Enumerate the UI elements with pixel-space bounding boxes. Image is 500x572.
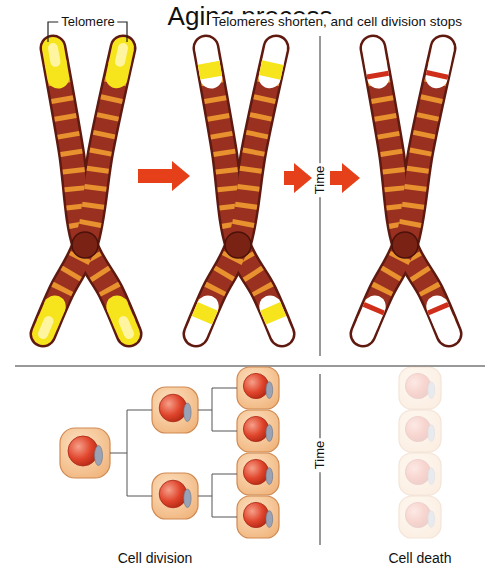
annotation: Cell death xyxy=(385,550,454,566)
progress-arrow xyxy=(284,163,312,193)
telomere xyxy=(53,48,55,62)
chromatid xyxy=(196,48,276,334)
telomere xyxy=(43,321,49,334)
chromosome xyxy=(196,48,282,334)
cell xyxy=(237,453,279,495)
chromosome-band xyxy=(196,48,276,334)
telomere xyxy=(120,48,123,62)
progress-arrow xyxy=(138,161,190,191)
telomere xyxy=(206,48,211,78)
annotation: Cell division xyxy=(115,550,196,566)
centromere xyxy=(72,232,98,258)
telomere xyxy=(437,48,443,77)
telomere xyxy=(373,306,375,311)
divider xyxy=(15,366,485,367)
telomere xyxy=(117,306,129,334)
cell xyxy=(399,410,441,452)
telomere xyxy=(117,48,123,77)
chromosome xyxy=(43,48,129,334)
telomere xyxy=(43,306,55,334)
chromatid xyxy=(363,48,443,334)
progress-arrow xyxy=(330,163,360,193)
telomere xyxy=(53,48,58,78)
axis-label: Time xyxy=(313,163,328,197)
telomere xyxy=(373,48,378,78)
cell xyxy=(152,387,198,433)
cell xyxy=(399,367,441,409)
telomere xyxy=(437,306,439,311)
telomere xyxy=(196,306,208,334)
chromosome-band xyxy=(43,48,123,334)
telomere xyxy=(270,306,276,320)
cell xyxy=(237,410,279,452)
telomere xyxy=(270,306,282,334)
annotation: Telomere xyxy=(58,15,117,30)
telomere xyxy=(437,306,449,334)
telomere xyxy=(209,63,212,78)
chromosome-band xyxy=(363,48,443,334)
telomere xyxy=(202,306,208,320)
cell xyxy=(399,496,441,538)
cell xyxy=(237,367,279,409)
annotation: Telomeres shorten, and cell division sto… xyxy=(209,14,465,30)
division-bracket xyxy=(110,388,237,517)
telomere xyxy=(270,63,273,78)
chromatid xyxy=(43,48,123,334)
cell xyxy=(399,453,441,495)
telomere xyxy=(366,73,389,78)
telomere xyxy=(123,321,129,334)
centromere xyxy=(392,232,418,258)
chromosome xyxy=(363,48,449,334)
telomere xyxy=(270,48,276,77)
cell xyxy=(152,473,198,519)
cell xyxy=(237,496,279,538)
telomere xyxy=(437,72,438,77)
telomere xyxy=(363,306,375,334)
axis-label: Time xyxy=(313,438,328,472)
centromere xyxy=(225,232,251,258)
cell xyxy=(60,428,110,478)
